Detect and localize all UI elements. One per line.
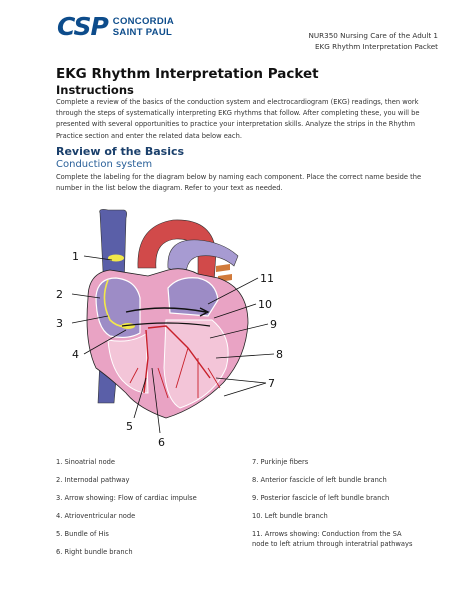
legend-item-1: 1. Sinoatrial node: [56, 458, 116, 466]
running-header: NUR350 Nursing Care of the Adult 1 EKG R…: [309, 30, 438, 52]
callout-6: 6: [158, 436, 165, 449]
callout-4: 4: [72, 348, 79, 361]
logo-line-2: SAINT PAUL: [112, 26, 173, 38]
purkinje-fibers: [129, 347, 221, 399]
callout-1: 1: [72, 250, 79, 263]
legend-item-7: 7. Purkinje fibers: [252, 458, 309, 466]
legend-item-6: 6. Right bundle branch: [56, 548, 133, 556]
page-title: EKG Rhythm Interpretation Packet: [56, 66, 319, 82]
pulmonary-vein: [216, 264, 230, 272]
arrowhead-icon: [199, 307, 210, 317]
callout-8: 8: [276, 348, 283, 361]
review-text: Complete the labeling for the diagram be…: [56, 173, 422, 193]
callout-10: 10: [258, 298, 272, 311]
pulmonary-artery: [167, 239, 239, 277]
callout-5: 5: [126, 420, 133, 433]
logo-line-1: CONCORDIA: [112, 15, 175, 27]
callout-7: 7: [268, 377, 275, 390]
legend-item-9: 9. Posterior fascicle of left bundle bra…: [252, 494, 390, 502]
instructions-text: Complete a review of the basics of the c…: [56, 98, 420, 140]
left-ventricle: [163, 319, 229, 409]
left-bundle-branch: [147, 325, 211, 379]
callout-11: 11: [260, 272, 274, 285]
legend-item-5: 5. Bundle of His: [56, 530, 109, 538]
callout-3: 3: [56, 317, 63, 330]
right-atrium: [95, 277, 141, 339]
heart-conduction-diagram: 1 2 3 4 5 6 7 8 9 10 11: [56, 209, 283, 449]
callout-lines: [71, 255, 275, 434]
review-heading: Review of the Basics: [56, 145, 185, 158]
conduction-subheading: Conduction system: [56, 159, 153, 170]
left-atrium: [167, 277, 219, 317]
legend-item-2: 2. Internodal pathway: [56, 476, 130, 484]
superior-vena-cava: [99, 209, 127, 291]
instructions-heading: Instructions: [56, 83, 134, 97]
legend-item-11-continued: node to left atrium through interatrial …: [252, 540, 413, 548]
callout-2: 2: [56, 288, 63, 301]
legend-item-4: 4. Atrioventricular node: [56, 512, 136, 520]
impulse-flow-arrow: [121, 322, 211, 327]
right-ventricle: [107, 333, 149, 394]
callout-9: 9: [270, 318, 277, 331]
logo-wordmark: CONCORDIA SAINT PAUL: [113, 16, 174, 38]
sa-node: [108, 254, 124, 262]
legend-item-3: 3. Arrow showing: Flow of cardiac impuls…: [56, 494, 197, 502]
document-name: EKG Rhythm Interpretation Packet: [314, 42, 438, 51]
interatrial-pathway-arrow: [125, 307, 207, 313]
legend-item-11: 11. Arrows showing: Conduction from the …: [252, 530, 402, 538]
logo: CSP CONCORDIA SAINT PAUL: [57, 14, 174, 39]
callout-numbers: 1 2 3 4 5 6 7 8 9 10 11: [56, 250, 283, 449]
legend-item-10: 10. Left bundle branch: [252, 512, 328, 520]
legend-item-8: 8. Anterior fascicle of left bundle bran…: [252, 476, 387, 484]
course-name: NUR350 Nursing Care of the Adult 1: [308, 31, 438, 40]
logo-mark: CSP: [57, 12, 109, 41]
